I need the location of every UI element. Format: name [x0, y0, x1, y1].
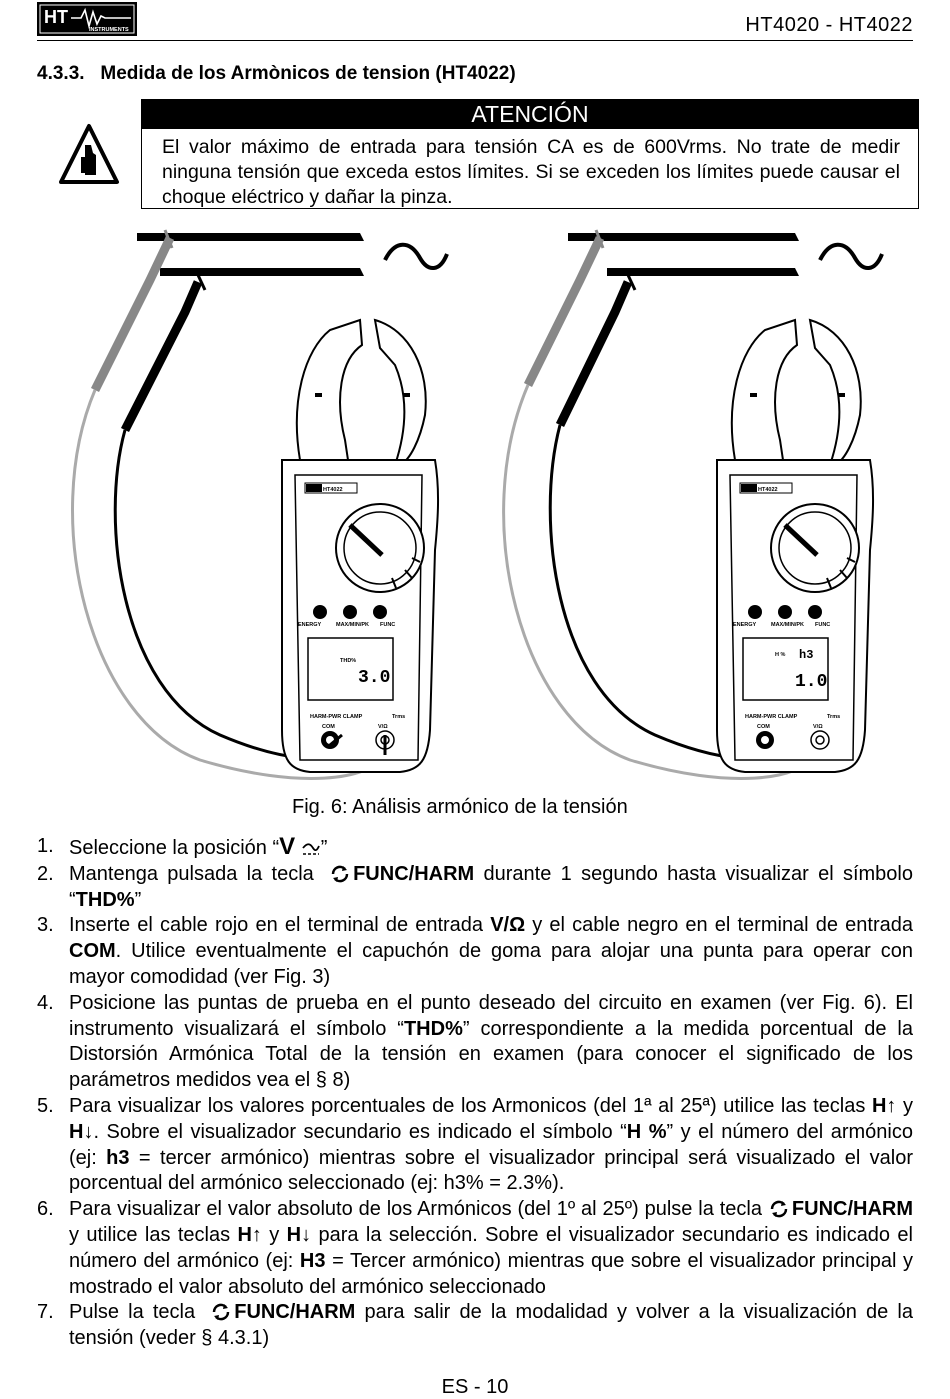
left-clamp-footer: HARM-PWR CLAMP — [310, 714, 363, 720]
right-clamp-display-value: 1.0 — [795, 672, 827, 692]
right-clamp-trms: Trms — [827, 714, 840, 720]
func-rotate-icon — [770, 1200, 788, 1218]
right-clamp-key-energy: ENERGY — [733, 622, 757, 628]
left-clamp-model: HT4022 — [323, 487, 343, 493]
left-clamp-trms: Trms — [392, 714, 405, 720]
left-clamp-meter: HT4022 THD% 3.0 HARM-PWR CLAMP Trms COM … — [282, 320, 438, 772]
figure-clamp-illustration: HT4022 THD% 3.0 HARM-PWR CLAMP Trms COM … — [71, 229, 884, 780]
right-clamp-model: HT4022 — [758, 487, 778, 493]
svg-text:HT: HT — [44, 7, 68, 27]
left-clamp-key-func: FUNC — [380, 622, 395, 628]
left-clamp-v-label: V/Ω — [378, 724, 388, 730]
figure-caption: Fig. 6: Análisis armónico de la tensión — [292, 796, 628, 818]
right-clamp-footer: HARM-PWR CLAMP — [745, 714, 798, 720]
right-clamp-com-label: COM — [757, 724, 770, 730]
list-item: 6.Para visualizar el valor absoluto de l… — [37, 1198, 913, 1298]
warning-text: El valor máximo de entrada para tensión … — [162, 136, 900, 208]
section-title: Medida de los Armònicos de tension (HT40… — [100, 63, 516, 84]
right-clamp-display-label: H % — [775, 652, 786, 658]
right-clamp-v-label: V/Ω — [813, 724, 823, 730]
warning-hand-icon — [59, 124, 119, 184]
right-clamp-key-func: FUNC — [815, 622, 830, 628]
right-clamp-key-maxmin: MAX/MIN/PK — [771, 622, 804, 628]
left-clamp-com-label: COM — [322, 724, 335, 730]
right-conductor-bars — [568, 233, 884, 276]
svg-text:INSTRUMENTS: INSTRUMENTS — [89, 27, 129, 33]
procedure-steps: 1.Seleccione la posición “V ” 2.Mantenga… — [37, 834, 913, 1352]
section-number: 4.3.3. — [37, 63, 85, 84]
model-name: HT4020 - HT4022 — [745, 14, 913, 36]
page-number: ES - 10 — [441, 1376, 509, 1398]
header-divider — [37, 40, 913, 41]
left-clamp-display-value: 3.0 — [358, 668, 390, 688]
left-clamp-key-energy: ENERGY — [298, 622, 322, 628]
right-clamp-meter: HT4022 H % h3 1.0 HARM-PWR CLAMP Trms CO… — [717, 320, 873, 772]
left-conductor-bars — [137, 233, 449, 276]
func-rotate-icon — [331, 865, 349, 883]
list-item: 7.Pulse la tecla FUNC/HARM para salir de… — [37, 1301, 913, 1350]
left-clamp-display-label: THD% — [340, 658, 356, 664]
list-item: 2.Mantenga pulsada la tecla FUNC/HARM du… — [37, 862, 913, 911]
list-item: 4.Posicione las puntas de prueba en el p… — [37, 991, 913, 1092]
list-item: 1.Seleccione la posición “V ” — [37, 833, 328, 860]
left-clamp-key-maxmin: MAX/MIN/PK — [336, 622, 369, 628]
right-clamp-display-secondary: h3 — [799, 648, 813, 662]
section-heading: 4.3.3. Medida de los Armònicos de tensio… — [37, 63, 516, 85]
list-item: 3.Inserte el cable rojo en el terminal d… — [37, 914, 913, 988]
warning-box: ATENCIÓN El valor máximo de entrada para… — [141, 99, 919, 209]
warning-title: ATENCIÓN — [142, 100, 918, 129]
func-rotate-icon — [212, 1304, 230, 1321]
list-item: 5.Para visualizar los valores porcentual… — [37, 1094, 913, 1195]
ht-logo: HT INSTRUMENTS — [37, 2, 137, 36]
ac-symbol-icon — [302, 843, 320, 855]
